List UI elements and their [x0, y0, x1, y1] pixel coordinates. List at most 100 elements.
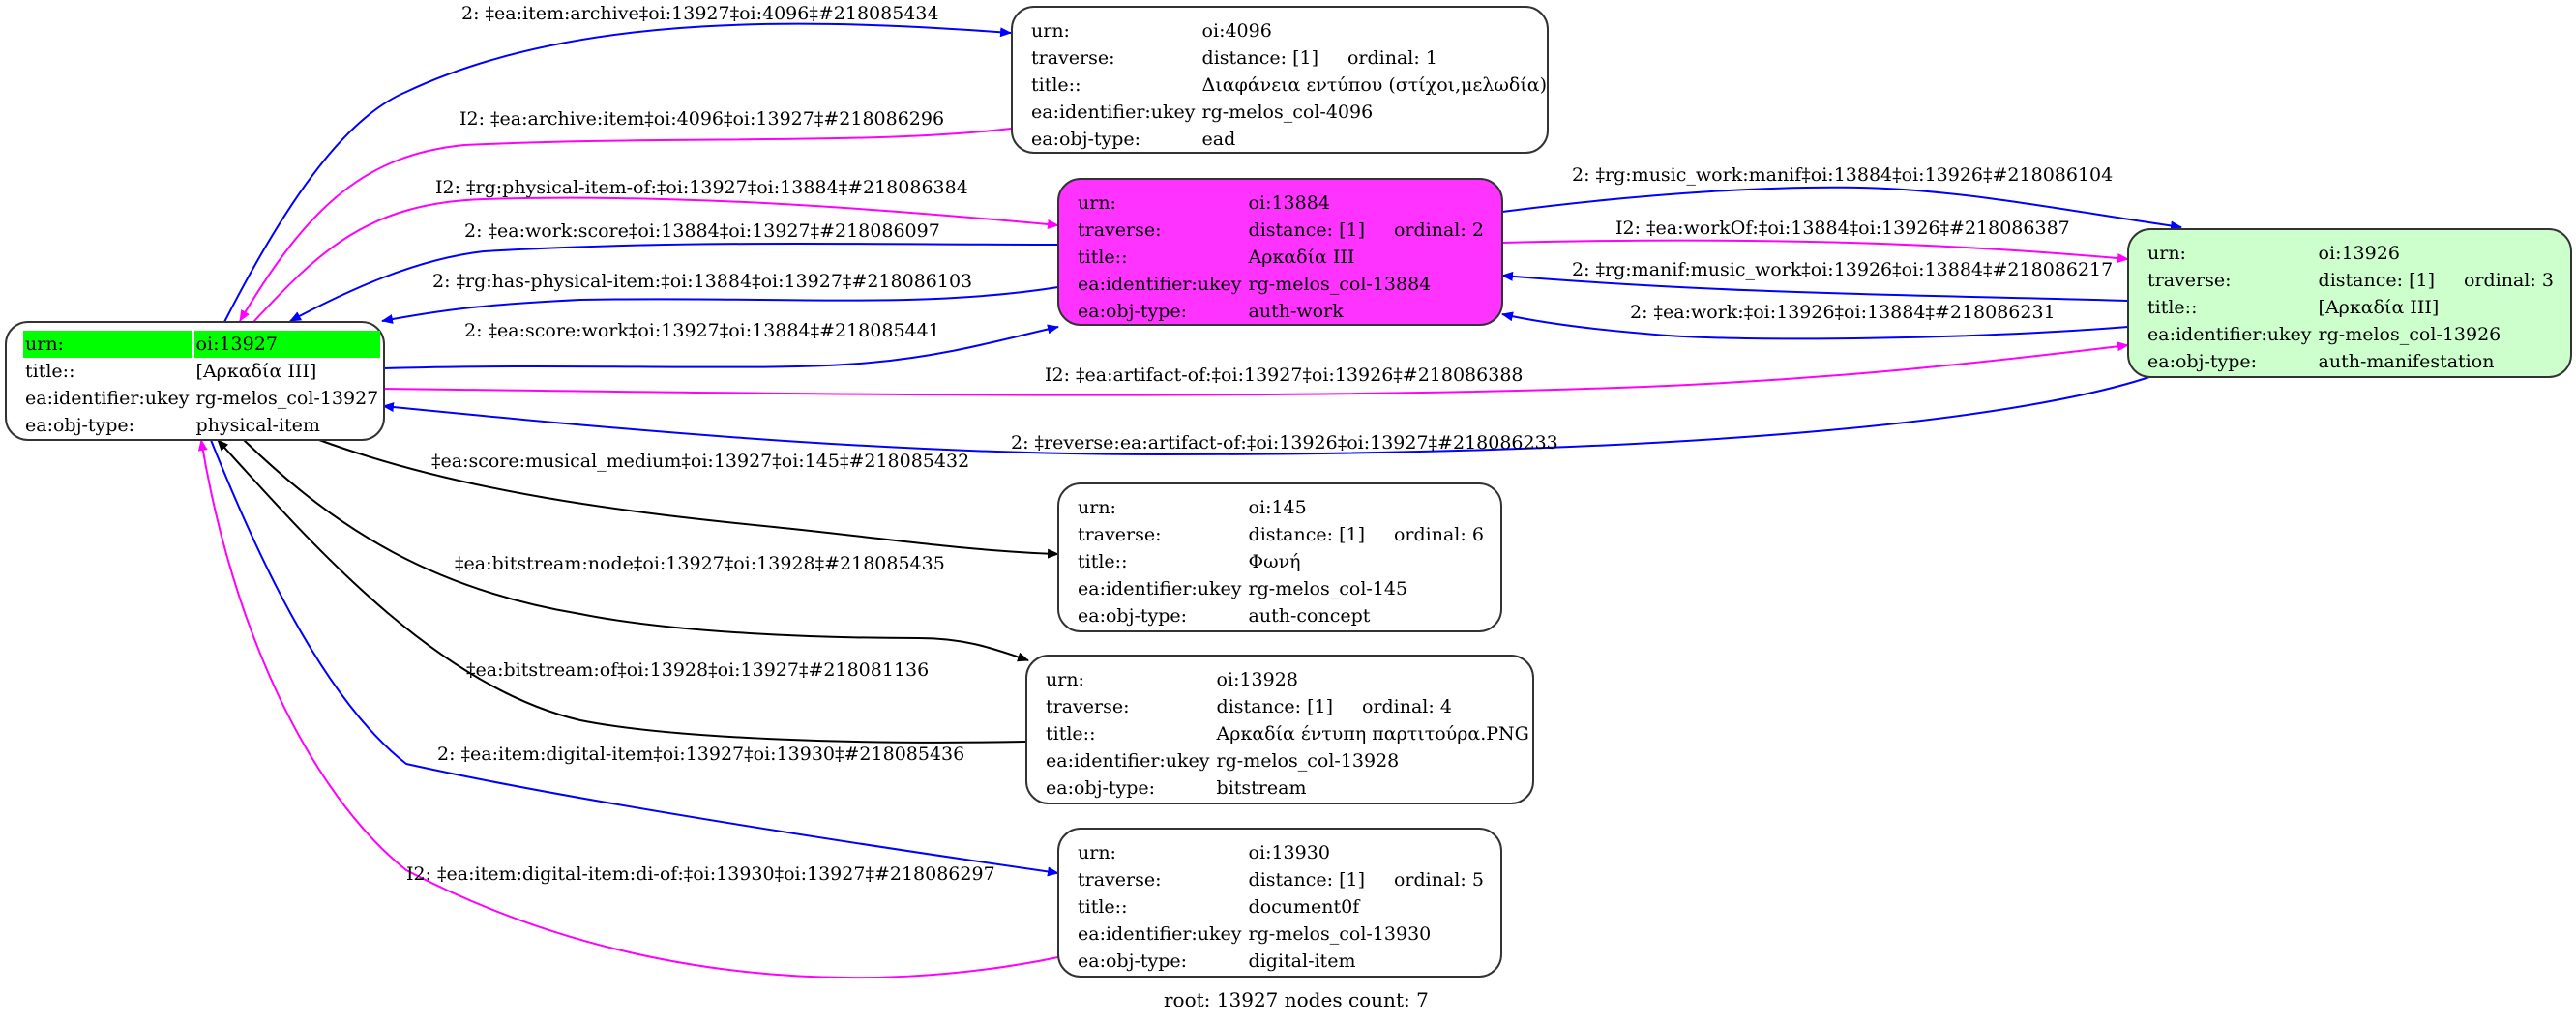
urn-label: urn: [1078, 192, 1116, 214]
edge-label-bitstream-node: ‡ea:bitstream:node‡oi:13927‡oi:13928‡#21… [455, 553, 945, 574]
ukey-value: rg-melos_col-13927 [195, 388, 379, 409]
edge-label-physical-item-of: I2: ‡rg:physical-item-of:‡oi:13927‡oi:13… [435, 177, 968, 198]
objtype-label: ea:obj-type: [1031, 129, 1141, 150]
ukey-value: rg-melos_col-13884 [1248, 274, 1432, 295]
edge-item-digital-item-di-of[interactable] [197, 439, 1059, 979]
graph-caption: root: 13927 nodes count: 7 [1164, 988, 1429, 1011]
objtype-label: ea:obj-type: [25, 415, 135, 436]
edge-label-has-physical-item: 2: ‡rg:has-physical-item:‡oi:13884‡oi:13… [432, 271, 973, 292]
ukey-value: rg-melos_col-13926 [2318, 324, 2502, 345]
node-oi-13930[interactable]: urn:oi:13930 traverse:distance: [1]ordin… [1057, 828, 1502, 978]
edge-archive-item[interactable] [239, 128, 1012, 322]
edge-score-work[interactable] [382, 324, 1059, 369]
node-oi-145[interactable]: urn: oi:145 traverse: distance: [1] ordinal… [1057, 482, 1502, 632]
objtype-value: bitstream [1216, 777, 1307, 799]
ordinal-value: ordinal: 6 [1393, 524, 1484, 545]
edge-music-work-manif[interactable] [1501, 186, 2182, 231]
ukey-value: rg-melos_col-4096 [1201, 102, 1374, 123]
objtype-value: physical-item [195, 415, 320, 436]
ukey-label: ea:identifier:ukey [1031, 102, 1196, 123]
ordinal-value: ordinal: 1 [1347, 47, 1437, 69]
distance-value: distance: [1] [1248, 869, 1365, 891]
edge-item-digital-item[interactable] [210, 439, 1059, 877]
objtype-value: auth-manifestation [2318, 351, 2495, 372]
title-value: [Αρκαδία III] [2318, 297, 2440, 318]
ordinal-value: ordinal: 3 [2463, 270, 2554, 291]
title-value: Αρκαδία έντυπη παρτιτούρα.PNG [1216, 723, 1529, 745]
objtype-label: ea:obj-type: [2147, 351, 2258, 372]
objtype-value: digital-item [1248, 950, 1356, 972]
urn-value: oi:13927 [193, 331, 381, 358]
title-label: title:: [25, 361, 75, 382]
edge-bitstream-node[interactable] [243, 439, 1029, 662]
edge-work-score[interactable] [289, 242, 1059, 322]
node-oi-4096[interactable]: urn:oi:4096 traverse:distance: [1]ordina… [1011, 6, 1549, 154]
title-label: title:: [2147, 297, 2198, 318]
objtype-label: ea:obj-type: [1078, 605, 1188, 627]
edge-label-item-archive: 2: ‡ea:item:archive‡oi:13927‡oi:4096‡#21… [461, 3, 939, 24]
traverse-label: traverse: [1078, 524, 1162, 545]
urn-label: urn: [1078, 842, 1116, 863]
objtype-value: auth-work [1248, 301, 1344, 322]
edge-work[interactable] [1501, 311, 2129, 340]
urn-label: urn: [23, 331, 192, 358]
traverse-label: traverse: [1031, 47, 1115, 69]
edge-label-artifact-of: I2: ‡ea:artifact-of:‡oi:13927‡oi:13926‡#… [1045, 365, 1524, 386]
urn-value: oi:13926 [2318, 243, 2400, 264]
edge-label-work-score: 2: ‡ea:work:score‡oi:13884‡oi:13927‡#218… [464, 220, 940, 242]
edge-label-work: 2: ‡ea:work:‡oi:13926‡oi:13884‡#21808623… [1630, 302, 2056, 323]
edge-label-manif-music-work: 2: ‡rg:manif:music_work‡oi:13926‡oi:1388… [1572, 259, 2114, 280]
ukey-value: rg-melos_col-145 [1248, 578, 1408, 599]
edge-manif-music-work[interactable] [1501, 271, 2129, 302]
title-value: document0f [1248, 896, 1360, 918]
node-oi-13884[interactable]: urn:oi:13884 traverse:distance: [1]ordin… [1057, 178, 1503, 326]
urn-value: oi:4096 [1201, 20, 1272, 42]
urn-label: urn: [1031, 20, 1070, 42]
objtype-label: ea:obj-type: [1046, 777, 1156, 799]
ordinal-value: ordinal: 4 [1361, 696, 1452, 717]
edge-item-archive[interactable] [223, 22, 1012, 323]
edge-label-work-of: I2: ‡ea:workOf:‡oi:13884‡oi:13926‡#21808… [1615, 218, 2070, 239]
edge-artifact-of[interactable] [382, 341, 2129, 396]
title-label: title:: [1078, 896, 1128, 918]
ukey-label: ea:identifier:ukey [2147, 324, 2312, 345]
title-label: title:: [1046, 723, 1096, 745]
ukey-value: rg-melos_col-13928 [1216, 750, 1400, 772]
traverse-label: traverse: [1046, 696, 1130, 717]
edge-has-physical-item[interactable] [381, 286, 1059, 324]
edge-label-reverse-artifact-of: 2: ‡reverse:ea:artifact-of:‡oi:13926‡oi:… [1011, 432, 1558, 453]
node-root-oi-13927[interactable]: urn:oi:13927 title::[Αρκαδία III] ea:ide… [5, 321, 385, 441]
distance-value: distance: [1] [1248, 219, 1365, 241]
objtype-label: ea:obj-type: [1078, 301, 1188, 322]
distance-value: distance: [1] [2318, 270, 2435, 291]
urn-label: urn: [1046, 669, 1084, 690]
urn-label: urn: [2147, 243, 2186, 264]
title-value: Διαφάνεια εντύπου (στίχοι,μελωδία) [1201, 74, 1548, 96]
traverse-label: traverse: [1078, 869, 1162, 891]
objtype-value: auth-concept [1248, 605, 1371, 627]
edge-bitstream-of[interactable] [217, 439, 1026, 744]
title-label: title:: [1031, 74, 1081, 96]
urn-value: oi:13884 [1248, 192, 1330, 214]
ordinal-value: ordinal: 5 [1393, 869, 1484, 891]
edge-physical-item-of[interactable] [252, 196, 1059, 323]
edge-label-score-work: 2: ‡ea:score:work‡oi:13927‡oi:13884‡#218… [464, 320, 940, 341]
edge-label-bitstream-of: ‡ea:bitstream:of‡oi:13928‡oi:13927‡#2180… [466, 659, 930, 681]
urn-value: oi:145 [1248, 497, 1307, 518]
edge-reverse-artifact-of[interactable] [382, 376, 2150, 456]
distance-value: distance: [1] [1216, 696, 1333, 717]
urn-label: urn: [1078, 497, 1116, 518]
node-oi-13926[interactable]: urn: oi:13926 traverse: distance: [1] ordin… [2127, 228, 2572, 378]
traverse-label: traverse: [2147, 270, 2232, 291]
traverse-label: traverse: [1078, 219, 1162, 241]
edge-work-of[interactable] [1501, 239, 2129, 263]
edge-label-item-digital-item-di-of: I2: ‡ea:item:digital-item:di-of:‡oi:1393… [406, 863, 995, 885]
distance-value: distance: [1] [1248, 524, 1365, 545]
ukey-label: ea:identifier:ukey [25, 388, 190, 409]
edge-score-musical-medium[interactable] [318, 439, 1059, 559]
node-oi-13928[interactable]: urn:oi:13928 traverse:distance: [1]ordin… [1025, 655, 1534, 804]
ukey-label: ea:identifier:ukey [1046, 750, 1210, 772]
ukey-label: ea:identifier:ukey [1078, 923, 1242, 945]
title-value: Αρκαδία III [1248, 247, 1355, 268]
